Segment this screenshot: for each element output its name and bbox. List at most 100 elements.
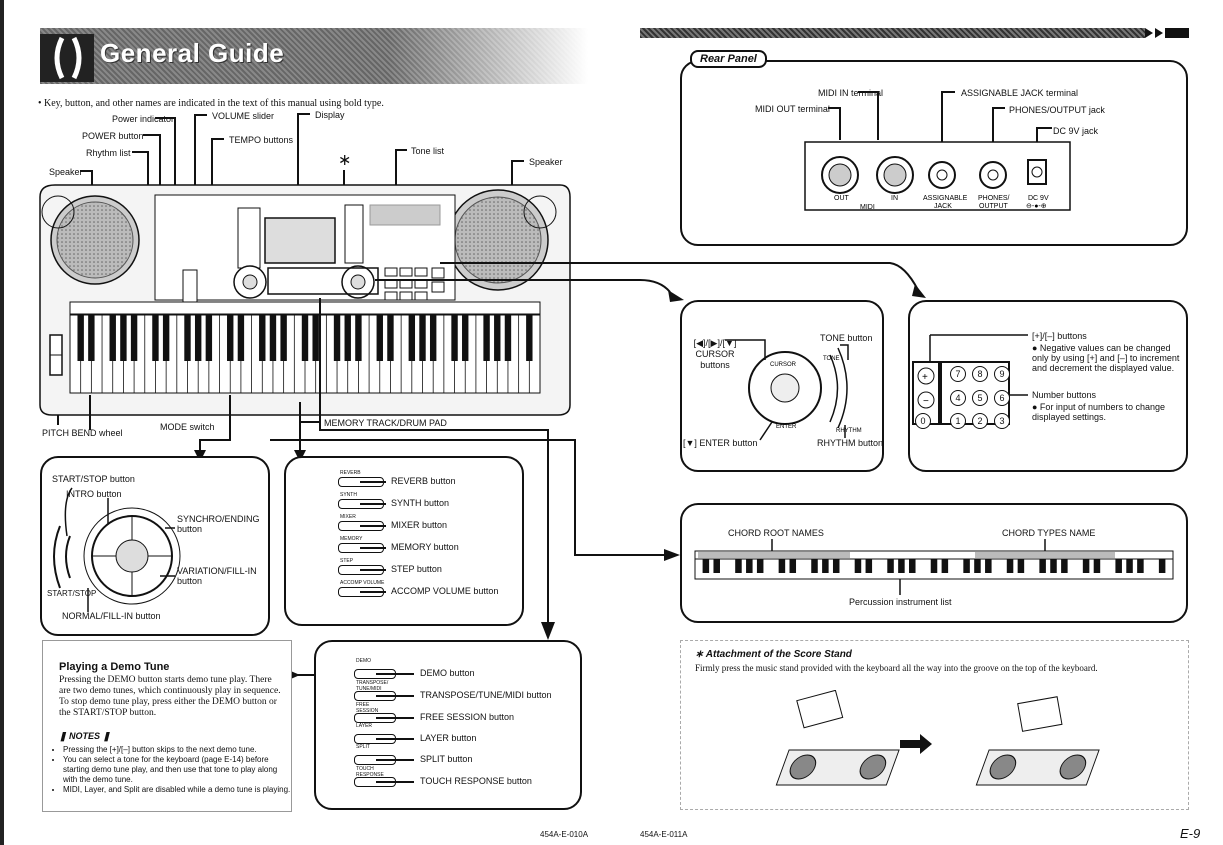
black-key <box>109 315 116 361</box>
label-midi-out: MIDI OUT terminal <box>755 104 830 114</box>
left-binding-edge <box>0 0 4 845</box>
chord-black-key <box>887 559 894 573</box>
note-item: Pressing the [+]/[–] button skips to the… <box>63 745 291 755</box>
black-key <box>312 315 319 361</box>
chord-black-key <box>1093 559 1101 573</box>
demo-leader-line <box>376 759 414 761</box>
chord-black-key <box>1039 559 1046 573</box>
number-key: 2 <box>972 413 988 429</box>
chord-black-key <box>930 559 938 573</box>
chord-black-key <box>1115 559 1122 573</box>
title-bracket-icon <box>40 34 94 82</box>
function-leader-line <box>360 547 386 549</box>
right-arrow-icon <box>900 734 932 754</box>
chord-black-key <box>974 559 981 573</box>
label-midi-in: MIDI IN terminal <box>818 88 884 98</box>
demo-small-label: FREE SESSION <box>356 702 379 714</box>
black-key <box>494 315 501 361</box>
chord-black-key <box>941 559 949 573</box>
demo-button-label: DEMO button <box>420 668 475 678</box>
black-key <box>451 315 458 361</box>
black-key <box>205 315 213 361</box>
function-small-label: SYNTH <box>340 492 357 498</box>
chord-black-key <box>713 559 720 573</box>
chord-black-key <box>909 559 916 573</box>
number-note: ● For input of numbers to change display… <box>1032 402 1166 422</box>
plus-minus-note: ● Negative values can be changed only by… <box>1032 343 1180 373</box>
enter-small-label: ENTER <box>776 424 797 430</box>
demo-leader-line <box>376 695 414 697</box>
intro-text: • Key, button, and other names are indic… <box>38 98 384 109</box>
chord-black-key <box>778 559 786 573</box>
label-pitch-bend: PITCH BEND wheel <box>42 428 123 438</box>
label-power-button: POWER button <box>82 131 144 141</box>
label-variation: VARIATION/FILL-IN button <box>177 566 257 586</box>
black-key <box>504 315 512 361</box>
label-plus-minus: [+]/[–] buttons <box>1032 331 1087 341</box>
jack-dc-label-1: DC 9V <box>1028 195 1049 202</box>
label-rhythm-list: Rhythm list <box>86 148 131 158</box>
function-button-label: MIXER button <box>391 520 448 530</box>
footer-right-code: 454A-E-011A <box>640 830 688 839</box>
chord-black-key <box>898 559 905 573</box>
black-key <box>194 315 202 361</box>
function-leader-line <box>360 503 386 505</box>
black-key <box>280 315 287 361</box>
black-key <box>152 315 159 361</box>
jack-in-label: IN <box>891 195 898 202</box>
jack-assign-label-1: ASSIGNABLE <box>923 195 968 202</box>
label-display: Display <box>315 110 345 120</box>
label-cursor-1: [◀]/[▶]/[▼] <box>693 338 737 348</box>
chord-black-key <box>735 559 742 573</box>
function-small-label: STEP <box>340 558 354 564</box>
rhythm-controller-drawing <box>53 487 181 612</box>
notes-heading: ❚ NOTES ❚ <box>59 731 111 741</box>
score-stand-heading: ∗ Attachment of the Score Stand <box>695 649 852 660</box>
label-memory-track: MEMORY TRACK/DRUM PAD <box>324 418 447 428</box>
black-key <box>429 315 437 361</box>
chord-black-key <box>865 559 873 573</box>
label-normal-fill: NORMAL/FILL-IN button <box>62 611 161 621</box>
footer-left-code: 454A-E-010A <box>540 830 589 839</box>
notes-list: Pressing the [+]/[–] button skips to the… <box>49 745 291 795</box>
label-assignable: ASSIGNABLE JACK terminal <box>961 88 1079 98</box>
label-synchro: SYNCHRO/ENDING button <box>177 514 260 534</box>
rear-panel-title: Rear Panel <box>690 50 767 68</box>
black-key <box>387 315 394 361</box>
number-key: 3 <box>994 413 1010 429</box>
label-tempo-buttons: TEMPO buttons <box>229 135 294 145</box>
numpad-drawing: + − <box>912 334 1028 425</box>
black-key <box>462 315 469 361</box>
note-item: You can select a tone for the keyboard (… <box>63 755 291 785</box>
demo-small-label: DEMO <box>356 658 371 664</box>
top-stripe <box>640 28 1145 38</box>
label-start-stop: START/STOP button <box>52 474 135 484</box>
demo-leader-line <box>376 738 414 740</box>
number-key: 5 <box>972 390 988 406</box>
rear-panel-drawing: OUT IN MIDI ASSIGNABLE JACK PHONES/ OUTP… <box>804 91 1071 211</box>
function-leader-line <box>360 525 386 527</box>
black-key <box>120 315 127 361</box>
chord-black-key <box>963 559 970 573</box>
label-percussion: Percussion instrument list <box>849 597 952 607</box>
function-small-label: MEMORY <box>340 536 363 542</box>
function-button-label: MEMORY button <box>391 542 459 552</box>
number-key: 0 <box>915 413 931 429</box>
label-rhythm-button: RHYTHM button <box>817 438 884 448</box>
chord-black-key <box>1017 559 1025 573</box>
chord-black-key <box>756 559 764 573</box>
title-banner <box>40 28 588 84</box>
jack-phones-label-1: PHONES/ <box>978 195 1010 202</box>
jack-out-label: OUT <box>834 195 850 202</box>
page-arrow-icon <box>1145 28 1189 38</box>
chord-black-key <box>1137 559 1144 573</box>
function-small-label: ACCOMP VOLUME <box>340 580 385 586</box>
chord-black-key <box>822 559 829 573</box>
black-key <box>184 315 191 361</box>
label-start-stop-small: START/STOP <box>47 589 97 598</box>
function-leader-line <box>360 591 386 593</box>
black-key <box>526 315 533 361</box>
black-key <box>77 315 84 361</box>
number-key: 6 <box>994 390 1010 406</box>
